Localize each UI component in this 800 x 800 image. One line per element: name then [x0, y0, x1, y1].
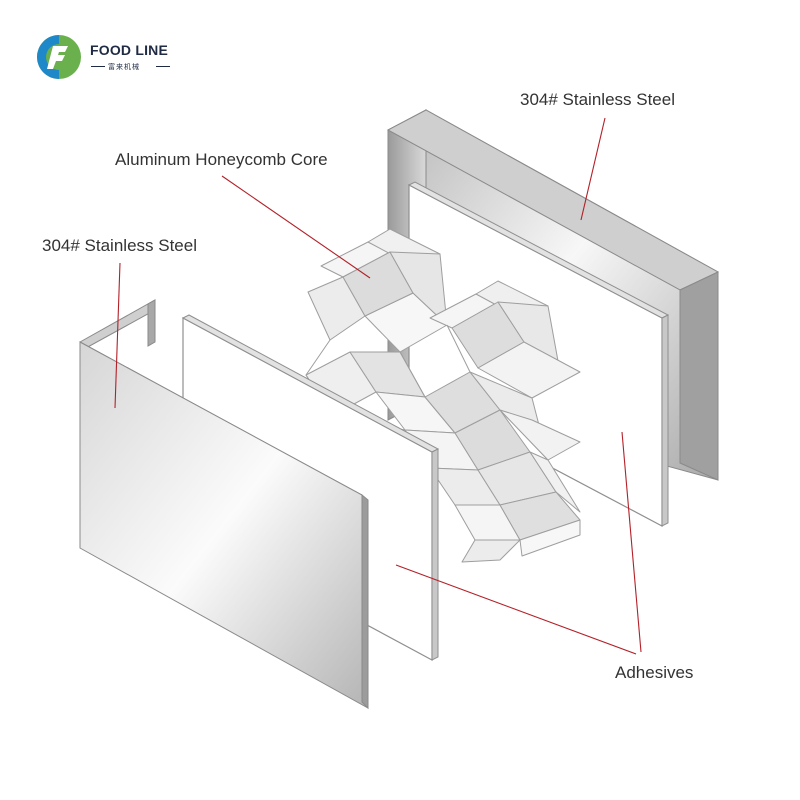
- leader-front-steel: [114, 262, 121, 409]
- logo-wordmark: FOOD LINE: [90, 42, 169, 58]
- food-line-logo: FOOD LINE 富来机械: [34, 32, 204, 88]
- leader-lines: [114, 117, 642, 655]
- honeycomb-core: [305, 228, 581, 563]
- label-adhesives: Adhesives: [615, 663, 694, 682]
- label-back-steel: 304# Stainless Steel: [520, 90, 675, 109]
- logo-mark-icon: [37, 35, 81, 79]
- leader-back-steel: [580, 117, 606, 221]
- label-honeycomb-core: Aluminum Honeycomb Core: [115, 150, 328, 169]
- logo-rule-left: [91, 66, 105, 67]
- front-steel-sheet: [79, 299, 369, 710]
- logo-subtitle: 富来机械: [108, 63, 140, 71]
- leader-core: [221, 175, 371, 279]
- leader-adhesive-back: [621, 431, 642, 653]
- logo-rule-right: [156, 66, 170, 67]
- label-front-steel: 304# Stainless Steel: [42, 236, 197, 255]
- leader-adhesive-front: [395, 564, 637, 655]
